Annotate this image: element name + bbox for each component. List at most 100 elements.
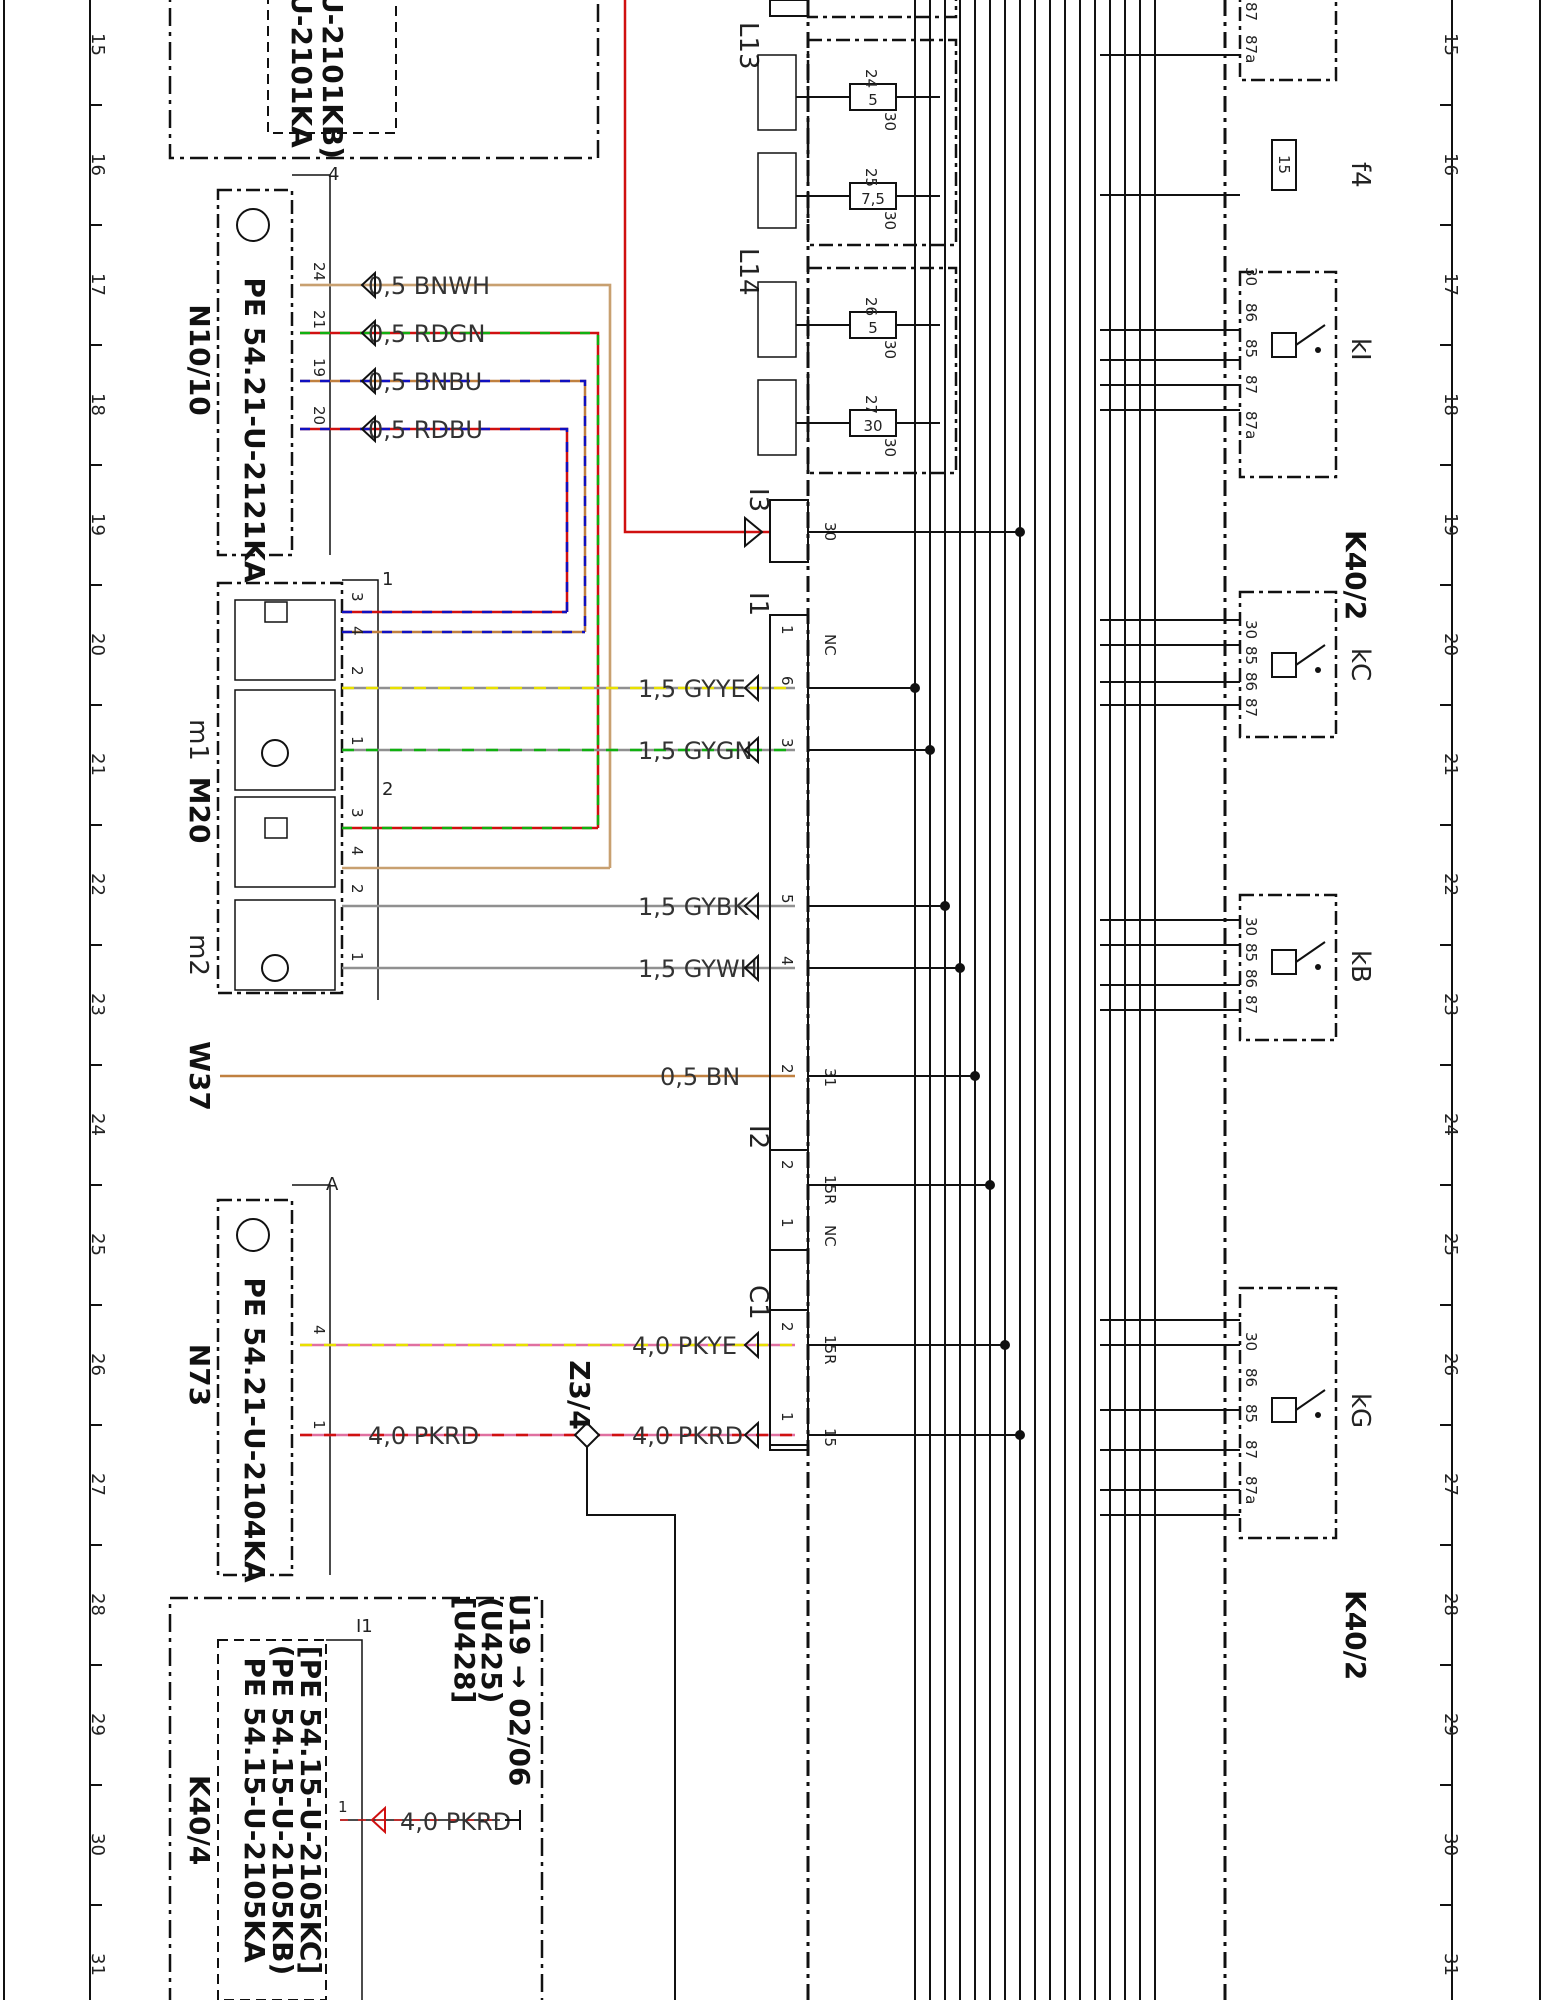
- wire-gybk: 1,5 GYBK: [638, 893, 749, 921]
- n1010-conn-num: 4: [328, 164, 339, 185]
- top-box-ref-2: U-2101KB): [316, 0, 349, 159]
- ruler-number-left: 30: [87, 1833, 108, 1856]
- fuse-output: 30: [881, 112, 899, 131]
- ruler-number-right: 20: [1440, 633, 1461, 656]
- fuse-f4-icon: [1271, 139, 1297, 191]
- conn-c1: C1: [743, 1285, 773, 1320]
- ruler-number-right: 26: [1440, 1353, 1461, 1376]
- k40-2-module: 15 f4 kI kC kB kG K40/2 K40/2 87 87a: [1223, 0, 1375, 2000]
- k402-label: K40/2: [1339, 530, 1372, 620]
- k40-4-module: K40/4 PE 54.15-U-2105KA (PE 54.15-U-2105…: [168, 1594, 544, 2000]
- n73-label: N73: [183, 1344, 216, 1406]
- k404-label: K40/4: [183, 1775, 216, 1865]
- ruler-number-right: 30: [1440, 1833, 1461, 1856]
- fuse-output: 30: [881, 340, 899, 359]
- fuse-number: 27: [862, 395, 880, 414]
- wire-rdbu: 0,5 RDBU: [368, 416, 483, 444]
- relay-contact: [1315, 964, 1321, 970]
- ruler-number-right: 15: [1440, 33, 1461, 56]
- m20-conn1-num: 1: [382, 569, 393, 590]
- svg-text:1: 1: [310, 1420, 328, 1430]
- wire-rdgn: 0,5 RDGN: [368, 320, 486, 348]
- ruler-number-left: 18: [87, 393, 108, 416]
- fuse-value: 7,5: [861, 190, 885, 208]
- ruler-number-left: 31: [87, 1953, 108, 1976]
- svg-text:2: 2: [778, 1064, 796, 1074]
- wire-pkrd-1: 4,0 PKRD: [368, 1422, 479, 1450]
- k404-wire-label: 4,0 PKRD: [400, 1808, 511, 1836]
- svg-text:1: 1: [348, 952, 366, 962]
- junction-dot: [970, 1071, 980, 1081]
- ruler-number-left: 17: [87, 273, 108, 296]
- ruler-number-right: 16: [1440, 153, 1461, 176]
- relay-terminal: 87: [1242, 698, 1260, 717]
- f4-value: 15: [1275, 155, 1293, 174]
- junction-dot: [985, 1180, 995, 1190]
- wire-pkye: 4,0 PKYE: [632, 1332, 737, 1360]
- svg-text:4: 4: [310, 1325, 328, 1335]
- n1010-wires: [300, 283, 612, 870]
- relay-terminal: 86: [1242, 303, 1260, 322]
- ruler-number-left: 28: [87, 1593, 108, 1616]
- k402-label-bottom: K40/2: [1339, 1590, 1372, 1680]
- conn-i2: I2: [743, 1125, 773, 1149]
- junction-dot: [1015, 527, 1025, 537]
- relay-terminal: 85: [1242, 943, 1260, 962]
- svg-text:24: 24: [310, 262, 328, 281]
- svg-text:1: 1: [778, 1218, 796, 1228]
- wire-pkrd-2: 4,0 PKRD: [632, 1422, 743, 1450]
- fuse-output: 30: [881, 438, 899, 457]
- m1-label: m1: [183, 719, 213, 761]
- conn-i3: I3: [743, 488, 773, 512]
- ruler-number-right: 24: [1440, 1113, 1461, 1136]
- relay-terminal: 86: [1242, 1368, 1260, 1387]
- svg-text:3: 3: [348, 808, 366, 818]
- relay-kg: kG: [1345, 1393, 1375, 1428]
- fuse-value: 5: [868, 319, 878, 337]
- ruler-ticks: [90, 104, 1452, 1906]
- wire-bnbu: 0,5 BNBU: [368, 368, 482, 396]
- transistor-icon: [236, 1218, 270, 1252]
- n1010-pins: 24 21 19 20: [310, 262, 328, 425]
- connector-arrows: [360, 270, 764, 1450]
- splice-z3-4: [573, 1421, 601, 1449]
- fuse-icon: [849, 83, 897, 111]
- m2-label: m2: [183, 934, 213, 976]
- svg-text:2: 2: [348, 666, 366, 676]
- relay-contact: [1315, 347, 1321, 353]
- svg-text:4: 4: [348, 626, 366, 636]
- relay-terminal: 30: [1242, 1332, 1260, 1351]
- relay-terminal: 85: [1242, 339, 1260, 358]
- svg-text:2: 2: [778, 1322, 796, 1332]
- svg-text:20: 20: [310, 406, 328, 425]
- fuse-number: 25: [862, 168, 880, 187]
- motor-m1-icon: [261, 739, 289, 767]
- relay-switch-icon: [1295, 644, 1326, 666]
- motor-m2-icon: [261, 954, 289, 982]
- svg-text:87: 87: [1242, 2, 1260, 21]
- svg-text:31: 31: [821, 1068, 839, 1087]
- svg-text:NC: NC: [821, 634, 839, 656]
- ruler-number-right: 22: [1440, 873, 1461, 896]
- ruler-number-right: 17: [1440, 273, 1461, 296]
- fuse-number: 26: [862, 297, 880, 316]
- f4-label: f4: [1345, 162, 1375, 188]
- n73-ref: PE 54.21-U-2104KA: [238, 1277, 271, 1583]
- relay-switch-icon: [1295, 324, 1326, 346]
- m20-wires: [220, 686, 795, 1078]
- relay-terminal: 30: [1242, 267, 1260, 286]
- m20-label: M20: [183, 777, 216, 844]
- svg-text:87a: 87a: [1242, 35, 1260, 63]
- k404-ref-3: [PE 54.15-U-2105KC]: [294, 1646, 327, 1974]
- relay-contact: [1315, 667, 1321, 673]
- m20-motor-unit: M20 m1 m2 1 2: [183, 569, 393, 1000]
- ruler-number-right: 18: [1440, 393, 1461, 416]
- svg-text:19: 19: [310, 358, 328, 377]
- relay-terminal: 30: [1242, 917, 1260, 936]
- fuse-output: 30: [881, 211, 899, 230]
- k404-ref-2: (PE 54.15-U-2105KB): [266, 1645, 299, 1976]
- svg-text:2: 2: [778, 1160, 796, 1170]
- n73-conn-num: A: [326, 1174, 339, 1195]
